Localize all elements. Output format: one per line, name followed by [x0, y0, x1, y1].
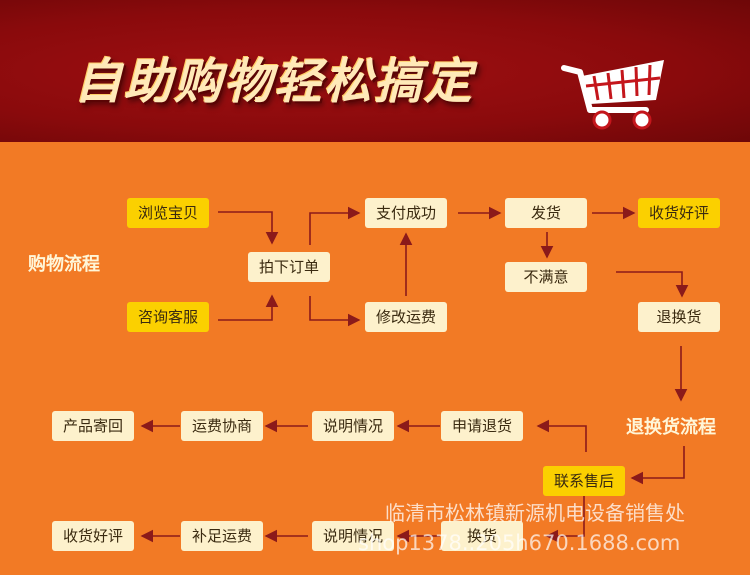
step-unsatisfied: 不满意: [505, 262, 587, 292]
step-consult: 咨询客服: [127, 302, 209, 332]
watermark-company: 临清市松林镇新源机电设备销售处: [385, 501, 685, 525]
step-modify-shipping: 修改运费: [365, 302, 447, 332]
section-label-returns: 退换货流程: [626, 417, 716, 438]
section-label-shopping: 购物流程: [28, 254, 100, 275]
shopping-cart-icon: [561, 60, 664, 130]
step-receive-review-2: 收货好评: [52, 521, 134, 551]
step-browse: 浏览宝贝: [127, 198, 209, 228]
step-receive-review: 收货好评: [638, 198, 720, 228]
step-contact-service: 联系售后: [543, 466, 625, 496]
step-explain-1: 说明情况: [312, 411, 394, 441]
step-exchange: 换货: [441, 521, 523, 551]
step-apply-refund: 申请退货: [441, 411, 523, 441]
step-return-exchange: 退换货: [638, 302, 720, 332]
page-title: 自助购物轻松搞定: [74, 54, 475, 110]
step-paid: 支付成功: [365, 198, 447, 228]
step-explain-2: 说明情况: [312, 521, 394, 551]
step-add-shipping: 补足运费: [181, 521, 263, 551]
step-order: 拍下订单: [248, 252, 330, 282]
watermark-url: shop1378..205h670.1688.com: [358, 531, 681, 555]
step-negotiate-shipping: 运费协商: [181, 411, 263, 441]
step-send-back: 产品寄回: [52, 411, 134, 441]
header-banner: 自助购物轻松搞定: [0, 0, 750, 142]
step-ship: 发货: [505, 198, 587, 228]
